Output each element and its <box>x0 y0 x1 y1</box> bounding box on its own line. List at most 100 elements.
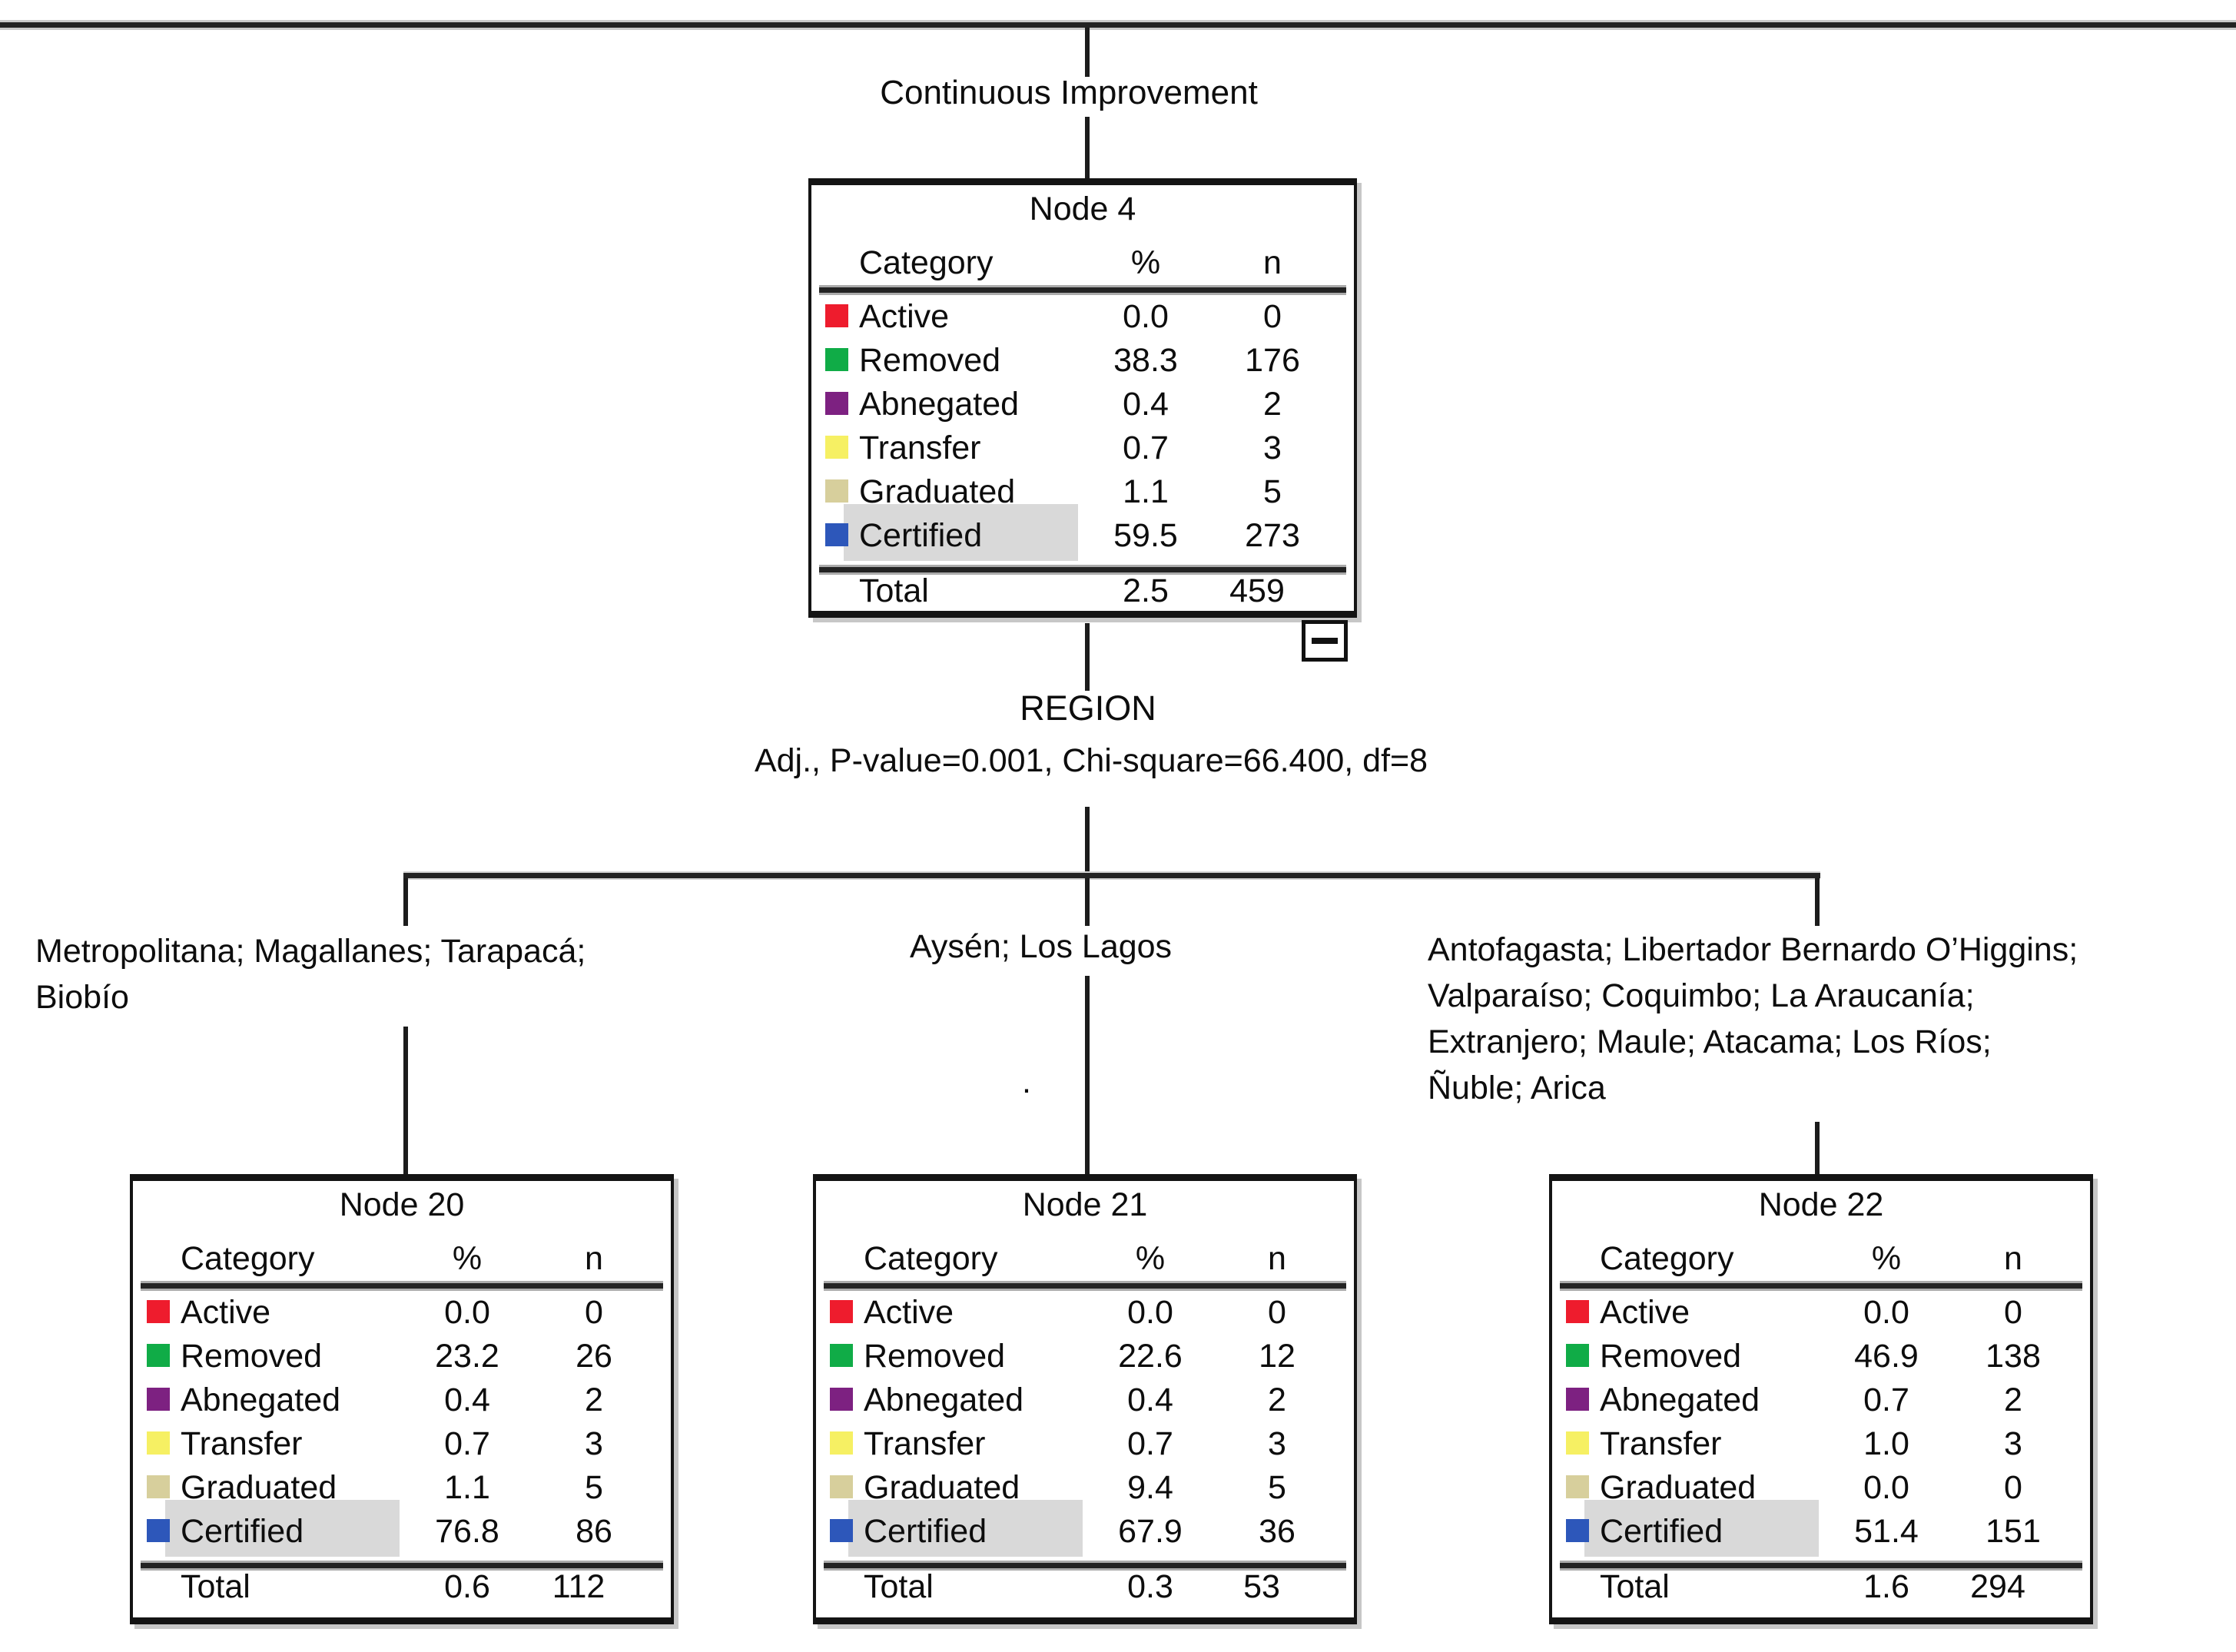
category-row-active: Active 0.0 0 <box>133 1295 671 1333</box>
pct-value: 0.4 <box>444 1382 490 1418</box>
category-column-header: Category <box>864 1240 998 1277</box>
category-label: Abnegated <box>1600 1382 1760 1418</box>
category-row-certified: Certified 51.4 151 <box>1552 1500 2090 1557</box>
percent-column-header: % <box>452 1240 483 1277</box>
active-color-swatch <box>147 1300 170 1323</box>
abnegated-color-swatch <box>1566 1388 1589 1411</box>
split-connector-lower <box>1085 807 1090 874</box>
certified-color-swatch <box>1566 1519 1589 1542</box>
category-row-abnegated: Abnegated 0.4 2 <box>816 1382 1354 1421</box>
total-pct-value: 1.6 <box>1863 1568 1909 1605</box>
pct-value: 0.0 <box>1127 1294 1173 1331</box>
node-20-box[interactable]: Node 20 Category % n Active 0.0 0 Remove… <box>130 1174 674 1624</box>
pct-value: 0.0 <box>1863 1469 1909 1506</box>
n-value: 2 <box>585 1382 603 1418</box>
n-value: 2 <box>2004 1382 2022 1418</box>
transfer-color-swatch <box>830 1431 853 1455</box>
category-label: Active <box>859 298 950 335</box>
right-branch-drop-lower <box>1815 1122 1820 1176</box>
category-label: Removed <box>864 1338 1006 1375</box>
category-label: Graduated <box>864 1469 1020 1506</box>
node-4-box[interactable]: Node 4 Category % n Active 0.0 0 Removed… <box>808 178 1357 618</box>
certified-highlight <box>1584 1500 1819 1557</box>
category-label: Certified <box>1600 1513 1723 1550</box>
total-pct-value: 2.5 <box>1123 572 1169 609</box>
header-divider <box>824 1283 1346 1289</box>
n-value: 5 <box>1268 1469 1286 1506</box>
removed-color-swatch <box>825 348 848 371</box>
total-label: Total <box>181 1568 250 1605</box>
percent-column-header: % <box>1130 244 1161 281</box>
node-title: Node 4 <box>1029 191 1136 227</box>
category-row-transfer: Transfer 0.7 3 <box>811 430 1354 469</box>
n-value: 3 <box>585 1425 603 1462</box>
total-n-value: 294 <box>1970 1568 2025 1605</box>
pct-value: 0.7 <box>1127 1425 1173 1462</box>
n-value: 5 <box>585 1469 603 1506</box>
pct-value: 0.4 <box>1123 386 1169 423</box>
category-label: Graduated <box>859 473 1016 510</box>
category-row-certified: Certified 59.5 273 <box>811 504 1354 561</box>
category-row-removed: Removed 46.9 138 <box>1552 1339 2090 1377</box>
category-row-graduated: Graduated 9.4 5 <box>816 1470 1354 1508</box>
total-row: Total 1.6 294 <box>1552 1569 2090 1607</box>
split-variable-label: REGION <box>1020 688 1156 728</box>
pct-value: 0.0 <box>444 1294 490 1331</box>
collapse-node-4-button[interactable] <box>1302 620 1348 662</box>
n-column-header: n <box>2004 1240 2022 1277</box>
n-value: 0 <box>585 1294 603 1331</box>
top-boundary-line <box>0 22 2236 28</box>
right-branch-label: Antofagasta; Libertador Bernardo O’Higgi… <box>1428 931 2078 1106</box>
transfer-color-swatch <box>147 1431 170 1455</box>
pct-value: 23.2 <box>435 1338 499 1375</box>
category-label: Active <box>181 1294 271 1331</box>
pct-value: 51.4 <box>1854 1513 1919 1550</box>
graduated-color-swatch <box>147 1475 170 1498</box>
category-row-removed: Removed 23.2 26 <box>133 1339 671 1377</box>
node-title: Node 20 <box>339 1186 465 1223</box>
category-label: Transfer <box>181 1425 303 1462</box>
category-label: Transfer <box>1600 1425 1722 1462</box>
category-row-transfer: Transfer 0.7 3 <box>133 1426 671 1465</box>
n-column-header: n <box>585 1240 603 1277</box>
n-value: 176 <box>1245 342 1300 379</box>
n-value: 2 <box>1268 1382 1286 1418</box>
pct-value: 38.3 <box>1113 342 1178 379</box>
n-column-header: n <box>1268 1240 1286 1277</box>
category-label: Active <box>1600 1294 1690 1331</box>
category-label: Removed <box>181 1338 323 1375</box>
n-value: 273 <box>1245 517 1300 554</box>
pct-value: 0.7 <box>444 1425 490 1462</box>
pct-value: 1.0 <box>1863 1425 1909 1462</box>
category-row-abnegated: Abnegated 0.4 2 <box>133 1382 671 1421</box>
n-value: 3 <box>2004 1425 2022 1462</box>
category-row-certified: Certified 76.8 86 <box>133 1500 671 1557</box>
n-value: 151 <box>1986 1513 2041 1550</box>
certified-color-swatch <box>147 1519 170 1542</box>
pct-value: 0.7 <box>1123 430 1169 466</box>
certified-highlight <box>844 504 1078 561</box>
total-pct-value: 0.6 <box>444 1568 490 1605</box>
certified-color-swatch <box>830 1519 853 1542</box>
total-n-value: 459 <box>1229 572 1285 609</box>
transfer-color-swatch <box>1566 1431 1589 1455</box>
category-label: Abnegated <box>864 1382 1024 1418</box>
category-label: Graduated <box>181 1469 337 1506</box>
category-label: Graduated <box>1600 1469 1757 1506</box>
minus-icon <box>1312 638 1338 644</box>
total-n-value: 112 <box>552 1568 605 1605</box>
branch-line <box>403 873 1820 878</box>
root-connector-lower <box>1085 117 1090 180</box>
category-label: Transfer <box>864 1425 986 1462</box>
header-divider <box>819 287 1346 293</box>
active-color-swatch <box>830 1300 853 1323</box>
total-row: Total 0.3 53 <box>816 1569 1354 1607</box>
abnegated-color-swatch <box>147 1388 170 1411</box>
root-connector-upper <box>1085 28 1090 77</box>
total-divider <box>141 1563 663 1568</box>
n-value: 3 <box>1268 1425 1286 1462</box>
node-21-box[interactable]: Node 21 Category % n Active 0.0 0 Remove… <box>813 1174 1357 1624</box>
split-stats-label: Adj., P-value=0.001, Chi-square=66.400, … <box>754 742 1428 779</box>
total-row: Total 2.5 459 <box>811 573 1354 612</box>
node-22-box[interactable]: Node 22 Category % n Active 0.0 0 Remove… <box>1549 1174 2093 1624</box>
